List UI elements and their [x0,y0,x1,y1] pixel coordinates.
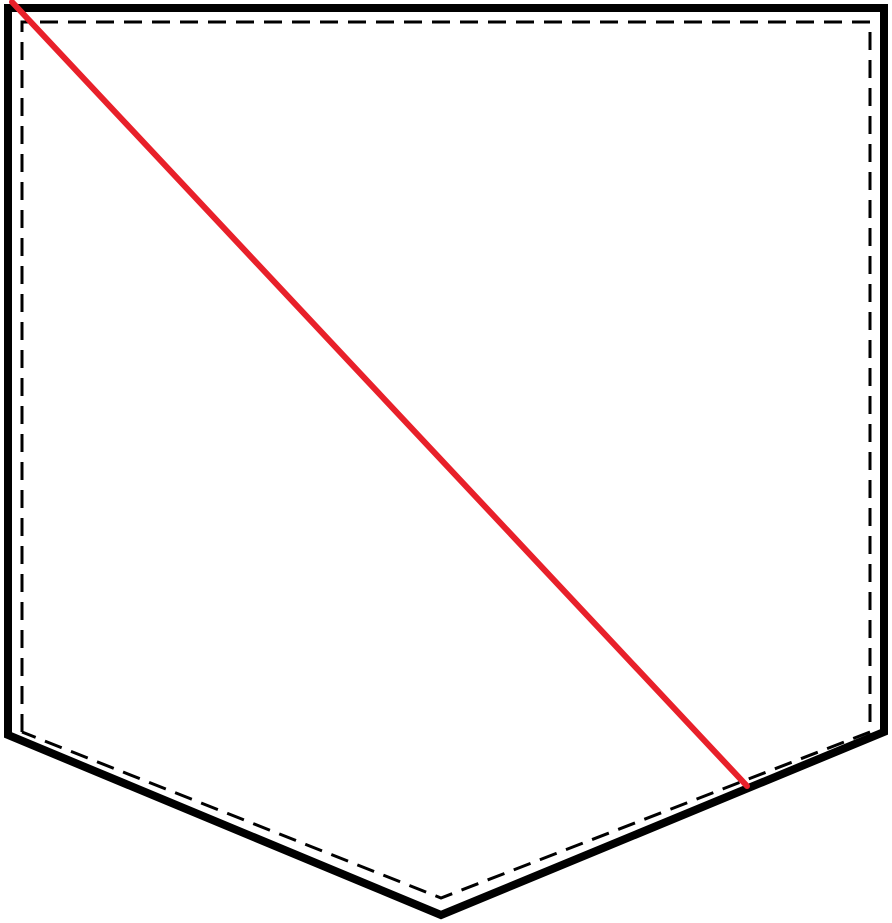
pocket-outline [4,4,888,920]
stitch-line [20,20,872,900]
diagonal-line [9,0,750,789]
